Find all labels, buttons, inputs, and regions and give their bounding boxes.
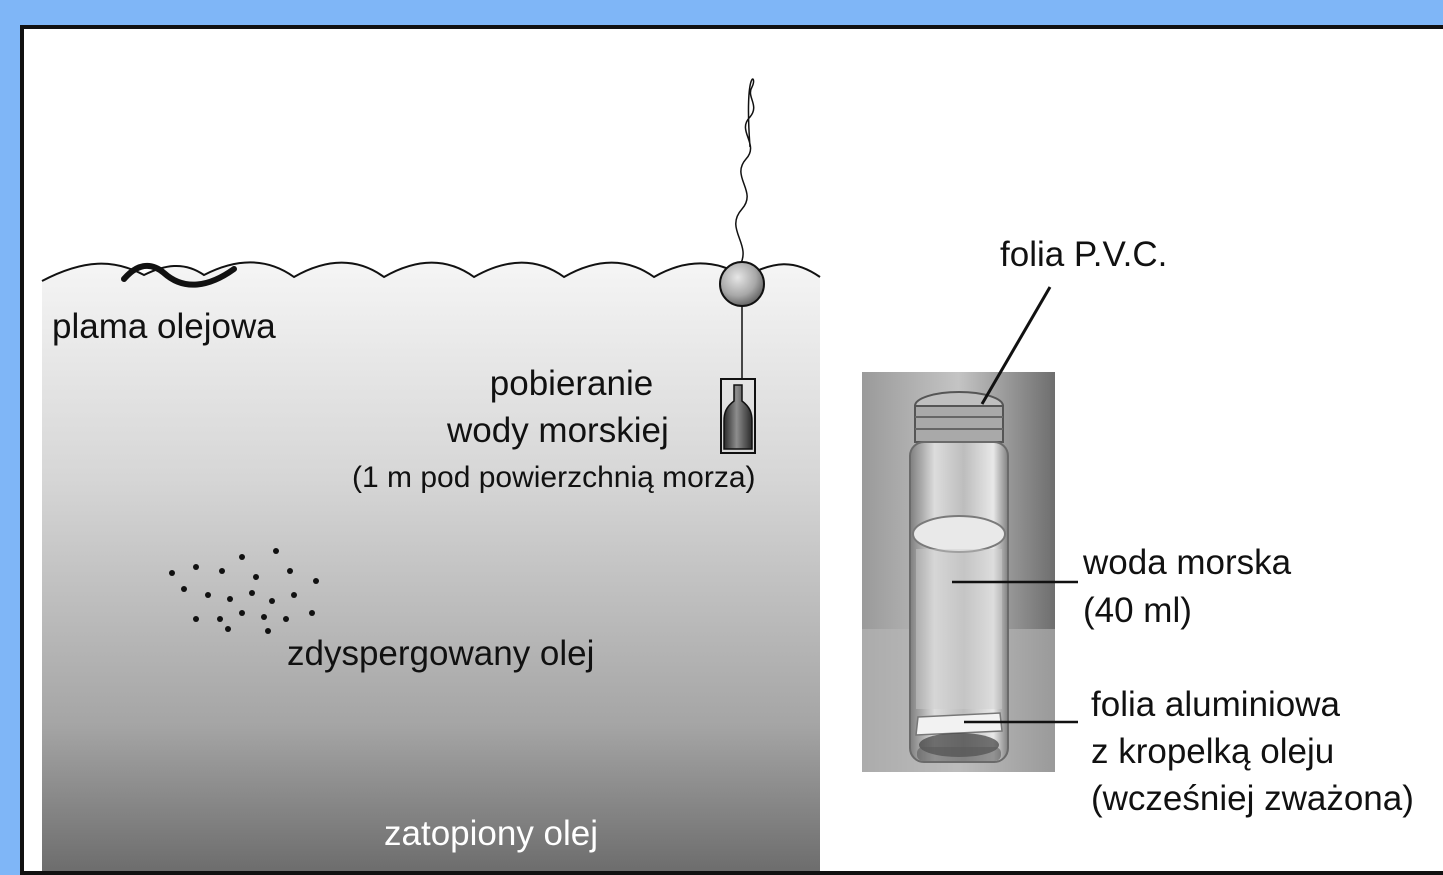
buoy-icon [719, 261, 765, 307]
alu-label-line3: (wcześniej zważona) [1091, 779, 1414, 818]
sampling-bottle-frame [720, 378, 756, 454]
sampling-label-line3: (1 m pod powierzchnią morza) [352, 461, 756, 494]
seawater-label-line1: woda morska [1083, 543, 1292, 582]
diagram-frame: plama olejowa pobieranie wody morskiej (… [20, 25, 1443, 875]
sampling-label-line1: pobieranie [489, 364, 654, 403]
sampling-bottle-icon [723, 384, 753, 450]
alu-label-line2: z kropelką oleju [1091, 732, 1335, 771]
pvc-foil-label: folia P.V.C. [1000, 235, 1168, 274]
pvc-pointer [980, 286, 1052, 405]
buoy-antenna [735, 78, 755, 266]
oil-slick-label: plama olejowa [52, 307, 276, 346]
glass-vial-photo [862, 372, 1055, 772]
alu-label-line1: folia aluminiowa [1091, 685, 1341, 724]
sea-water [42, 262, 820, 871]
dispersed-oil-label: zdyspergowany olej [287, 634, 595, 673]
oil-slick-icon [121, 262, 237, 288]
dispersed-oil-dots [169, 548, 319, 634]
sea-surface-line [41, 261, 821, 282]
sampling-label-line2: wody morskiej [447, 411, 669, 450]
seawater-label-line2: (40 ml) [1083, 591, 1192, 630]
sunken-oil-label: zatopiony olej [384, 814, 599, 853]
diagram-canvas [41, 78, 1078, 871]
